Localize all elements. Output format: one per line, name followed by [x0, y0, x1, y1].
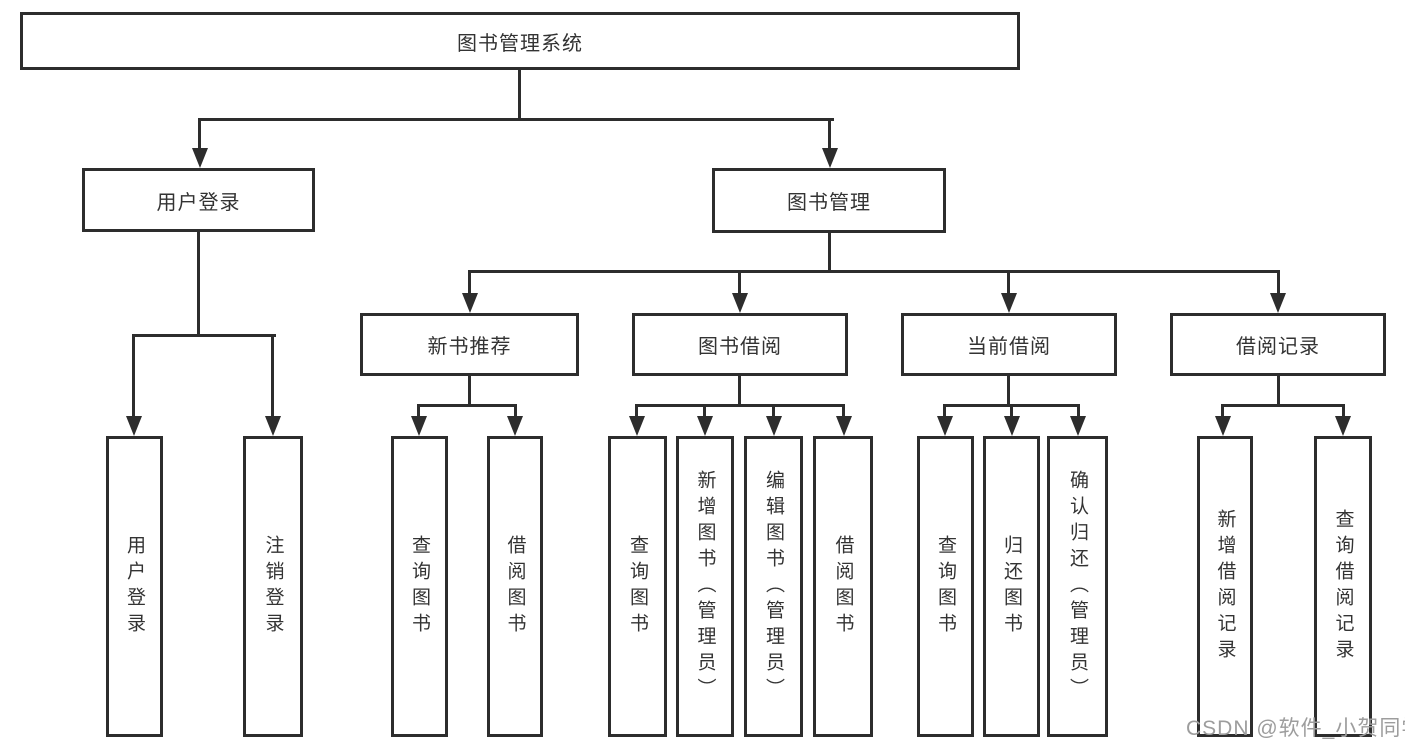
leaf-recommend-query-book: 查询图书	[391, 436, 448, 737]
node-root-label: 图书管理系统	[457, 32, 583, 55]
arrow-down-icon	[126, 416, 142, 436]
arrow-down-icon	[732, 293, 748, 313]
leaf-current-query-book-label: 查询图书	[935, 534, 956, 639]
leaf-recommend-borrow-book-label: 借阅图书	[504, 534, 526, 639]
node-book-management-label: 图书管理	[787, 192, 871, 214]
leaf-borrow-edit-book-admin-label: 编辑图书（管理员）	[763, 469, 784, 704]
csdn-watermark: CSDN @软件_小贺同学	[1186, 717, 1405, 740]
node-user-login-label: 用户登录	[156, 191, 241, 214]
node-borrow-records-label: 借阅记录	[1236, 336, 1320, 358]
connector-records-down	[1277, 376, 1280, 407]
connector-mgmt-down	[828, 233, 831, 272]
leaf-logout-label: 注销登录	[262, 534, 284, 639]
arrow-down-icon	[1070, 416, 1086, 436]
connector-stub	[943, 404, 946, 418]
arrow-down-icon	[697, 416, 713, 436]
leaf-borrow-edit-book-admin: 编辑图书（管理员）	[744, 436, 803, 737]
connector-user-leaf1-drop	[132, 334, 135, 418]
leaf-recommend-borrow-book: 借阅图书	[487, 436, 543, 737]
connector-recommend-horizontal	[417, 404, 517, 407]
connector-records-horizontal	[1221, 404, 1345, 407]
connector-stub	[703, 404, 706, 418]
connector-mgmt-drop	[828, 118, 831, 150]
leaf-borrow-add-book-admin: 新增图书（管理员）	[676, 436, 734, 737]
connector-modules-horizontal	[468, 270, 1280, 273]
connector-stub	[514, 404, 517, 418]
arrow-down-icon	[1215, 416, 1231, 436]
connector-stub	[417, 404, 420, 418]
leaf-records-query-record-label: 查询借阅记录	[1332, 508, 1354, 665]
leaf-records-query-record: 查询借阅记录	[1314, 436, 1372, 737]
connector-stub	[635, 404, 638, 418]
leaf-borrow-borrow-book-label: 借阅图书	[832, 534, 854, 639]
connector-borrow-horizontal	[635, 404, 845, 407]
node-user-login: 用户登录	[82, 168, 315, 232]
leaf-current-confirm-return-admin: 确认归还（管理员）	[1047, 436, 1108, 737]
arrow-down-icon	[507, 416, 523, 436]
leaf-borrow-query-book-label: 查询图书	[627, 534, 648, 639]
node-book-management: 图书管理	[712, 168, 946, 233]
leaf-borrow-add-book-admin-label: 新增图书（管理员）	[694, 469, 716, 704]
connector-user-down	[197, 232, 200, 336]
leaf-records-add-record: 新增借阅记录	[1197, 436, 1253, 737]
leaf-current-confirm-return-admin-label: 确认归还（管理员）	[1067, 469, 1088, 704]
node-book-borrow-label: 图书借阅	[698, 336, 782, 358]
node-new-book-recommend-label: 新书推荐	[427, 336, 512, 358]
arrow-down-icon	[629, 416, 645, 436]
connector-stub	[1077, 404, 1080, 418]
arrow-down-icon	[937, 416, 953, 436]
connector-borrow-down	[738, 376, 741, 407]
node-root: 图书管理系统	[20, 12, 1020, 70]
arrow-down-icon	[1335, 416, 1351, 436]
connector-user-drop	[198, 118, 201, 150]
leaf-borrow-borrow-book: 借阅图书	[813, 436, 873, 737]
arrow-down-icon	[462, 293, 478, 313]
connector-module2-drop	[738, 270, 741, 295]
leaf-current-return-book-label: 归还图书	[1001, 534, 1022, 639]
connector-current-down	[1007, 376, 1010, 407]
connector-recommend-down	[468, 376, 471, 407]
connector-user-horizontal	[132, 334, 276, 337]
connector-root-down	[518, 70, 521, 121]
arrow-down-icon	[411, 416, 427, 436]
connector-module3-drop	[1007, 270, 1010, 295]
node-current-borrow: 当前借阅	[901, 313, 1117, 376]
arrow-down-icon	[1270, 293, 1286, 313]
connector-module1-drop	[468, 270, 471, 295]
arrow-down-icon	[192, 148, 208, 168]
node-new-book-recommend: 新书推荐	[360, 313, 579, 376]
leaf-current-query-book: 查询图书	[917, 436, 974, 737]
arrow-down-icon	[822, 148, 838, 168]
connector-user-leaf2-drop	[271, 334, 274, 418]
connector-stub	[1010, 404, 1013, 418]
connector-stub	[1221, 404, 1224, 418]
node-current-borrow-label: 当前借阅	[967, 336, 1051, 358]
node-borrow-records: 借阅记录	[1170, 313, 1386, 376]
leaf-recommend-query-book-label: 查询图书	[409, 534, 430, 639]
leaf-user-login: 用户登录	[106, 436, 163, 737]
node-book-borrow: 图书借阅	[632, 313, 848, 376]
arrow-down-icon	[265, 416, 281, 436]
arrow-down-icon	[766, 416, 782, 436]
leaf-records-add-record-label: 新增借阅记录	[1214, 508, 1236, 665]
connector-level1-horizontal	[198, 118, 834, 121]
arrow-down-icon	[1004, 416, 1020, 436]
connector-stub	[772, 404, 775, 418]
arrow-down-icon	[836, 416, 852, 436]
leaf-logout: 注销登录	[243, 436, 303, 737]
leaf-user-login-label: 用户登录	[124, 534, 145, 639]
leaf-current-return-book: 归还图书	[983, 436, 1040, 737]
connector-stub	[842, 404, 845, 418]
arrow-down-icon	[1001, 293, 1017, 313]
leaf-borrow-query-book: 查询图书	[608, 436, 667, 737]
connector-module4-drop	[1277, 270, 1280, 295]
connector-stub	[1342, 404, 1345, 418]
